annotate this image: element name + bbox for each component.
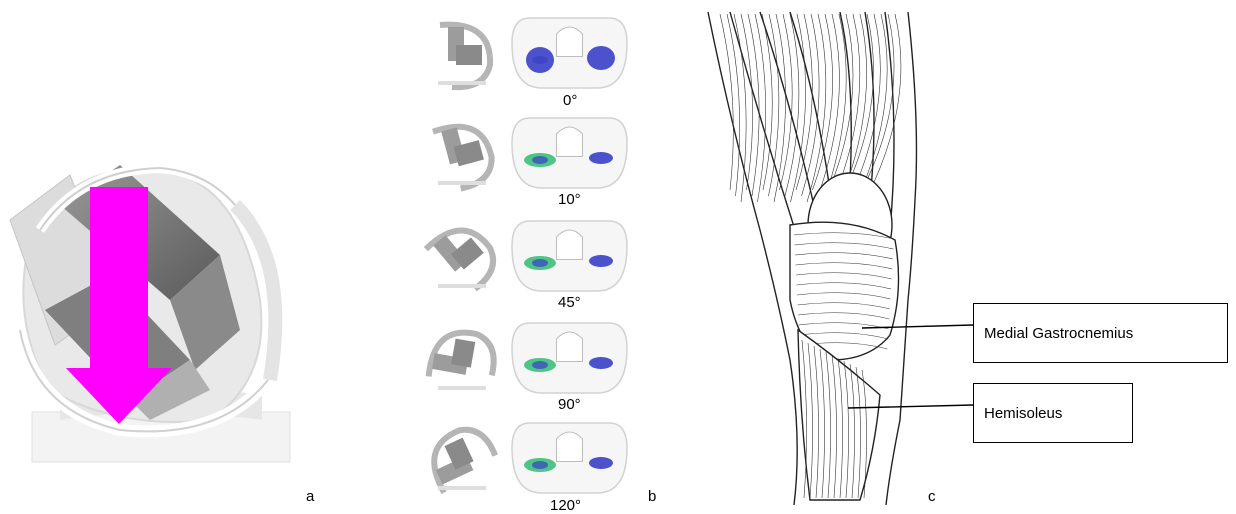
tray-post-4	[557, 432, 583, 462]
tray-post-2	[557, 230, 583, 260]
contact-patch-lateral-1	[589, 152, 613, 164]
contact-map-row-2	[426, 217, 627, 297]
tray-post-3	[557, 332, 583, 362]
implant-side-view-4	[423, 421, 501, 493]
implant-side-view-0	[440, 25, 490, 87]
contact-map-row-4	[423, 421, 627, 493]
callout-hemisoleus: Hemisoleus	[973, 383, 1133, 443]
angle-label-120: 120°	[550, 497, 581, 514]
contact-map-row-0	[438, 18, 627, 88]
angle-label-0: 0°	[563, 92, 577, 109]
panel-a-knee-implant-load: a	[0, 0, 330, 510]
tray-post-1	[557, 127, 583, 157]
contact-patch-lateral-4	[589, 457, 613, 469]
callout-text-hemisoleus: Hemisoleus	[984, 405, 1062, 422]
implant-side-view-1	[433, 118, 498, 191]
angle-label-45: 45°	[558, 294, 581, 311]
panel-b-contact-maps: 0° 10° 45° 90° 120° b	[420, 0, 660, 510]
knee-implant-illustration	[0, 0, 330, 510]
contact-patch-lateral-0	[587, 46, 615, 70]
contact-map-row-1	[433, 118, 627, 192]
contact-patch-lateral-2	[589, 255, 613, 267]
implant-side-view-3	[428, 327, 498, 387]
panel-c-knee-anatomy: Medial Gastrocnemius Hemisoleus c	[690, 0, 1236, 510]
contact-map-row-3	[428, 323, 627, 393]
panel-label-c: c	[928, 488, 936, 505]
contact-map-series	[420, 0, 660, 510]
contact-patch-lateral-3	[589, 357, 613, 369]
knee-muscle-drawing	[690, 0, 1236, 510]
callout-medial-gastrocnemius: Medial Gastrocnemius	[973, 303, 1228, 363]
callout-text-medial-gastrocnemius: Medial Gastrocnemius	[984, 325, 1133, 342]
angle-label-10: 10°	[558, 191, 581, 208]
panel-label-a: a	[306, 488, 314, 505]
load-arrow-shaft	[90, 187, 148, 370]
angle-label-90: 90°	[558, 396, 581, 413]
panel-label-b: b	[648, 488, 656, 505]
tray-post-0	[557, 27, 583, 57]
